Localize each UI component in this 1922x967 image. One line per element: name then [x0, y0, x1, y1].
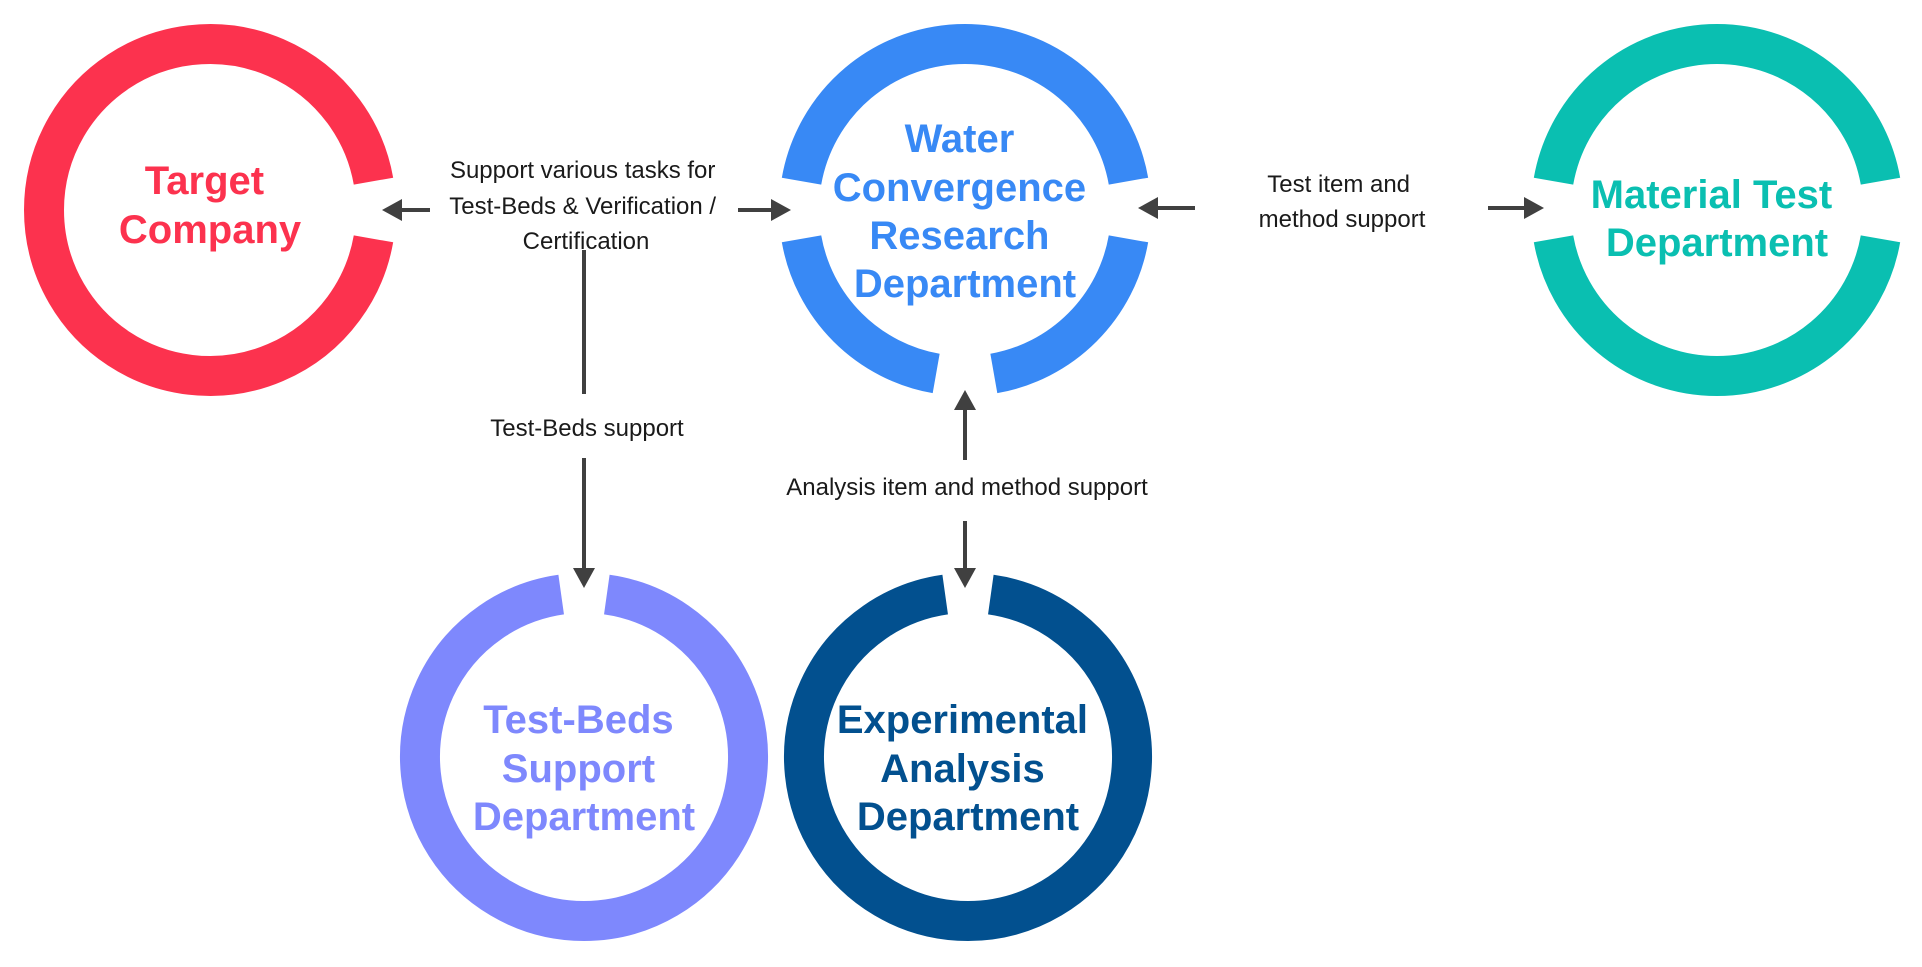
arrow-head-to-water [771, 199, 791, 221]
ring-test-beds-support-segment [400, 574, 768, 941]
ring-target-company [24, 24, 394, 396]
ring-material-test-segment [1533, 235, 1901, 397]
ring-test-beds-support [400, 574, 768, 941]
node-test-beds-support: Test-Beds Support Department [473, 698, 695, 839]
arrow-head-to-test-beds [573, 568, 595, 588]
edge-label-analysis-item-method: Analysis item and method support [786, 474, 1148, 501]
edge-label-support-tasks: Support various tasks for Test-Beds & Ve… [449, 157, 722, 255]
edge-label-test-item-method: Test item and method support [1259, 171, 1426, 233]
edge-label-test-beds-support: Test-Beds support [490, 415, 684, 442]
node-target-company: Target Company [119, 159, 302, 252]
ring-target-company-segment [24, 24, 394, 396]
arrow-head-to-target [382, 199, 402, 221]
ring-water-convergence [781, 23, 1149, 394]
ring-water-convergence-segment [781, 234, 941, 394]
arrow-head-to-material [1524, 197, 1544, 219]
ring-experimental-analysis-segment [784, 574, 1152, 941]
arrow-head-to-water-bottom [954, 390, 976, 410]
ring-water-convergence-segment [989, 234, 1149, 394]
ring-material-test-segment [1533, 23, 1901, 185]
arrow-head-to-water-right [1138, 197, 1158, 219]
node-water-convergence: Water Convergence Research Department [833, 117, 1098, 306]
connector-arrows [382, 197, 1544, 588]
node-material-test: Material Test Department [1591, 173, 1844, 265]
node-experimental-analysis: Experimental Analysis Department [837, 698, 1099, 839]
ring-water-convergence-segment [781, 23, 1149, 185]
arrow-head-to-experimental [954, 568, 976, 588]
ring-material-test [1533, 23, 1901, 397]
ring-experimental-analysis [784, 574, 1152, 941]
